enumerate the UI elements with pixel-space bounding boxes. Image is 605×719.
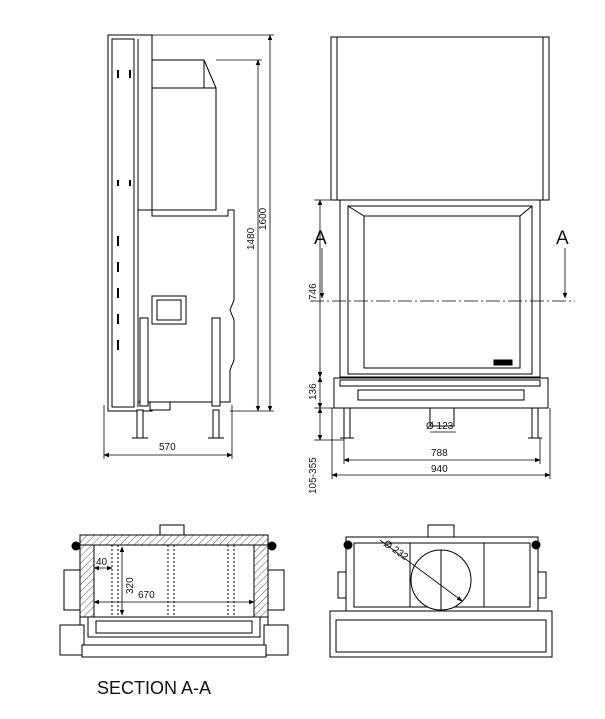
dim-746: 746	[308, 283, 319, 300]
front-view	[330, 36, 550, 439]
section-dimensions	[93, 546, 255, 616]
dim-105-355: 105-355	[308, 457, 319, 494]
dim-940: 940	[431, 464, 448, 475]
dim-320: 320	[125, 577, 136, 594]
dim-788: 788	[431, 448, 448, 459]
side-vents	[117, 70, 131, 350]
dim-flue-123: Ø 123	[426, 421, 454, 432]
dim-670: 670	[138, 590, 155, 601]
plan-dimensions	[379, 539, 463, 602]
dim-1600: 1600	[258, 207, 269, 230]
dim-570: 570	[159, 442, 176, 453]
side-view	[107, 34, 235, 439]
section-marker-left: A	[314, 228, 327, 249]
section-marker-right: A	[556, 228, 569, 249]
dim-40: 40	[96, 557, 108, 568]
dim-136: 136	[308, 383, 319, 400]
dim-1480: 1480	[246, 227, 257, 250]
section-caption: SECTION A-A	[97, 678, 211, 698]
front-view-dimensions	[314, 199, 551, 479]
plan-view	[329, 524, 553, 658]
section-view	[59, 524, 289, 658]
side-view-dimensions	[103, 34, 274, 459]
